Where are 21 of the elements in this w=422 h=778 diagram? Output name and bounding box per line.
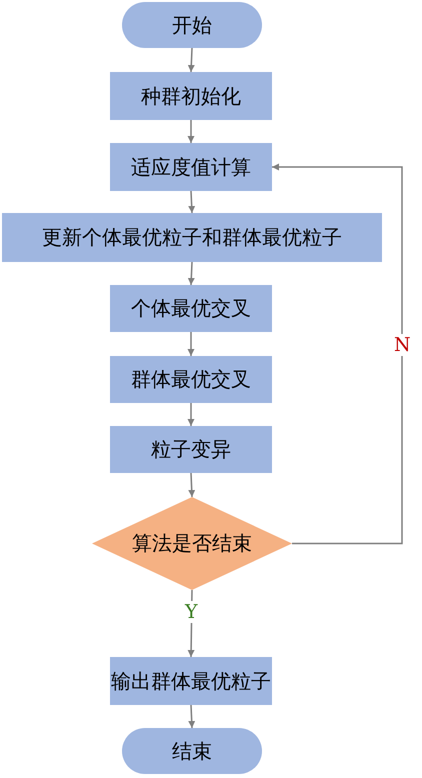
arrow	[188, 332, 194, 356]
arrow	[188, 190, 196, 214]
arrow	[188, 403, 194, 426]
process-box: 种群初始化	[110, 72, 272, 120]
terminal-box: 开始	[122, 2, 262, 48]
arrow	[188, 120, 194, 143]
process-box: 群体最优交叉	[110, 356, 272, 403]
edge-label: N	[392, 334, 413, 356]
process-box: 个体最优交叉	[110, 285, 272, 332]
process-box: 更新个体最优粒子和群体最优粒子	[2, 213, 382, 262]
arrow	[188, 704, 196, 728]
terminal-box: 结束	[122, 728, 262, 774]
edge-label: Y	[183, 601, 200, 623]
decision-diamond: 算法是否结束	[92, 497, 292, 590]
arrow	[188, 48, 195, 72]
process-box: 适应度值计算	[110, 143, 272, 191]
arrow	[272, 164, 403, 544]
arrow	[188, 472, 196, 498]
process-box: 输出群体最优粒子	[110, 657, 272, 705]
arrow	[188, 262, 195, 286]
process-box: 粒子变异	[110, 426, 272, 473]
